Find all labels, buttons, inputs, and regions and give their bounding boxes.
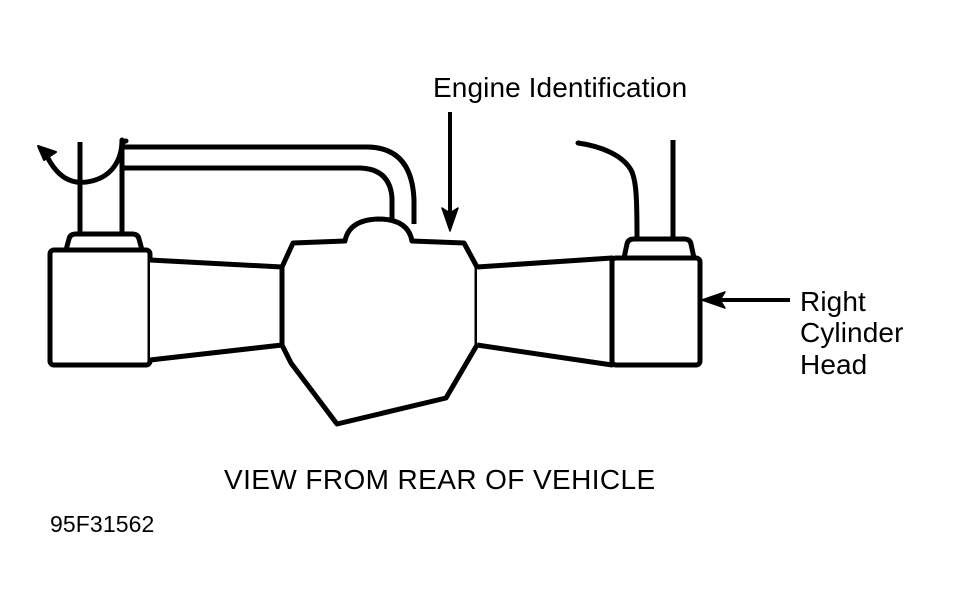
left-cylinder-head-assembly	[37, 137, 285, 368]
right-cylinder-head-box	[609, 255, 703, 368]
breather-hose-inner-wall	[122, 144, 417, 224]
engine-identification-arrow-head	[441, 207, 459, 232]
right-cylinder-head-assembly	[476, 140, 703, 368]
right-cylinder-head-label: Right Cylinder Head	[800, 286, 904, 380]
breather-hose-riser	[119, 138, 129, 150]
engine-identification-label: Engine Identification	[433, 72, 688, 103]
right-hook-wire	[575, 140, 640, 240]
engine-block	[279, 216, 480, 427]
breather-hose	[119, 138, 417, 224]
view-caption: VIEW FROM REAR OF VEHICLE	[224, 464, 656, 495]
figure-code: 95F31562	[50, 511, 155, 537]
breather-hose-outer-wall	[122, 165, 395, 222]
left-intake-runner	[149, 257, 285, 363]
left-cylinder-head-box	[47, 247, 153, 368]
left-cylinder-head-collar	[63, 231, 145, 253]
right-cylinder-head-arrow-head	[701, 291, 726, 309]
engine-block-body	[279, 216, 480, 427]
left-hook-wire-tip	[37, 145, 57, 161]
right-cylinder-head-collar	[621, 236, 697, 261]
left-hook-wire	[41, 137, 125, 185]
right-intake-runner	[476, 255, 615, 368]
callout-arrow-right-cylinder-head	[701, 291, 790, 309]
callout-arrow-engine-identification	[441, 112, 459, 232]
